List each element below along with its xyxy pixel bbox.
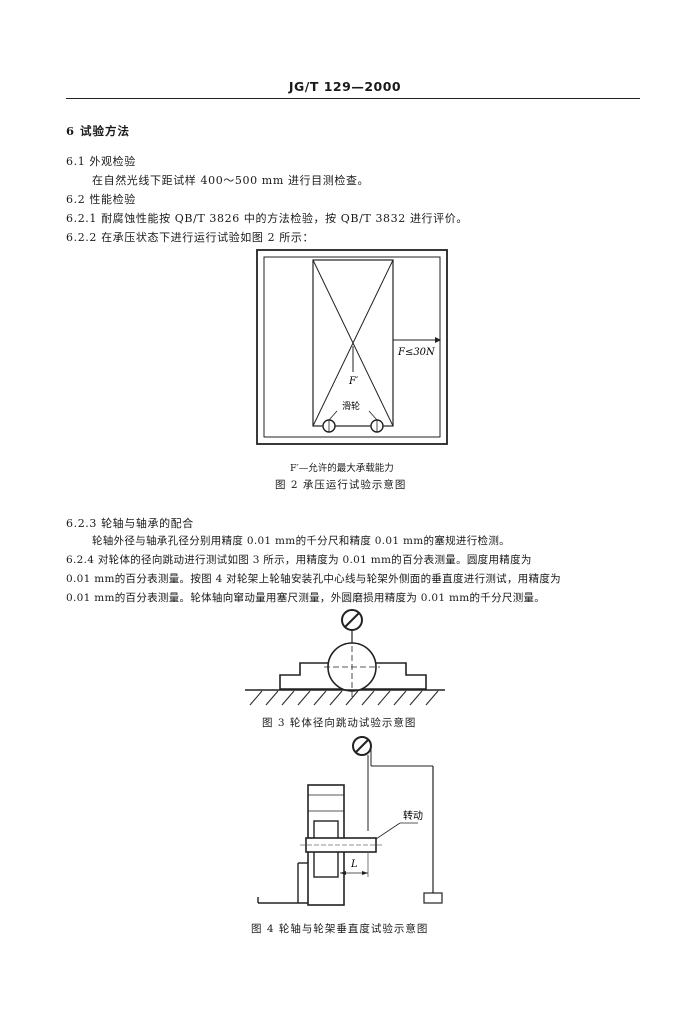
pulley-leader-left bbox=[328, 410, 338, 421]
pulley-leader-right bbox=[368, 410, 378, 421]
figure-2-inner-frame bbox=[263, 256, 441, 438]
figure-2-outer-frame bbox=[256, 249, 448, 445]
figure-4-diagram: 转动 L bbox=[257, 736, 443, 906]
section-6-2-4-line-2: 0.01 mm的百分表测量。按图 4 对轮架上轮轴安装孔中心线与轮架外侧面的垂直… bbox=[66, 573, 561, 585]
diagonal-line-2 bbox=[312, 259, 394, 427]
section-6-2-3-title: 6.2.3 轮轴与轴承的配合 bbox=[66, 517, 194, 530]
section-6-heading: 6 试验方法 bbox=[66, 124, 131, 138]
figure-2-caption: 图 2 承压运行试验示意图 bbox=[275, 479, 407, 491]
dimension-label: L bbox=[350, 859, 358, 870]
figure-2-legend: F′—允许的最大承载能力 bbox=[290, 463, 394, 474]
section-6-2-4-line-1: 6.2.4 对轮体的径向跳动进行测试如图 3 所示，用精度为 0.01 mm的百… bbox=[66, 554, 532, 566]
indicator-stand-base bbox=[423, 892, 443, 904]
pulley-label: 滑轮 bbox=[342, 400, 360, 412]
figure-2-diagram: F≤30N F′ 滑轮 bbox=[256, 249, 448, 445]
figure-4-caption: 图 4 轮轴与轮架垂直度试验示意图 bbox=[251, 923, 429, 935]
section-6-2-1: 6.2.1 耐腐蚀性能按 QB/T 3826 中的方法检验，按 QB/T 383… bbox=[66, 212, 468, 225]
section-6-2-3-body: 轮轴外径与轴承孔径分别用精度 0.01 mm的千分尺和精度 0.01 mm的塞规… bbox=[92, 535, 510, 547]
center-force-label: F′ bbox=[348, 376, 359, 387]
rotate-label: 转动 bbox=[403, 809, 423, 822]
rotate-leader bbox=[375, 822, 401, 840]
force-arrow-head bbox=[435, 337, 441, 343]
figure-3-diagram bbox=[245, 609, 445, 706]
header-rule bbox=[66, 98, 640, 99]
section-6-2-4-line-3: 0.01 mm的百分表测量。轮体轴向窜动量用塞尺测量，外圆磨损用精度为 0.01… bbox=[66, 592, 546, 604]
section-6-1-title: 6.1 外观检验 bbox=[66, 155, 136, 168]
section-6-2-2: 6.2.2 在承压状态下进行运行试验如图 2 所示： bbox=[66, 231, 315, 244]
section-6-1-body: 在自然光线下距试样 400～500 mm 进行目测检查。 bbox=[92, 174, 370, 187]
document-code-header: JG/T 129—2000 bbox=[288, 79, 402, 94]
test-sample-rect bbox=[312, 259, 394, 427]
ground-hatching bbox=[249, 690, 439, 706]
section-6-2-title: 6.2 性能检验 bbox=[66, 193, 136, 206]
wheel-axle bbox=[305, 837, 377, 853]
force-label: F≤30N bbox=[397, 347, 436, 358]
figure-3-caption: 图 3 轮体径向跳动试验示意图 bbox=[262, 717, 417, 729]
